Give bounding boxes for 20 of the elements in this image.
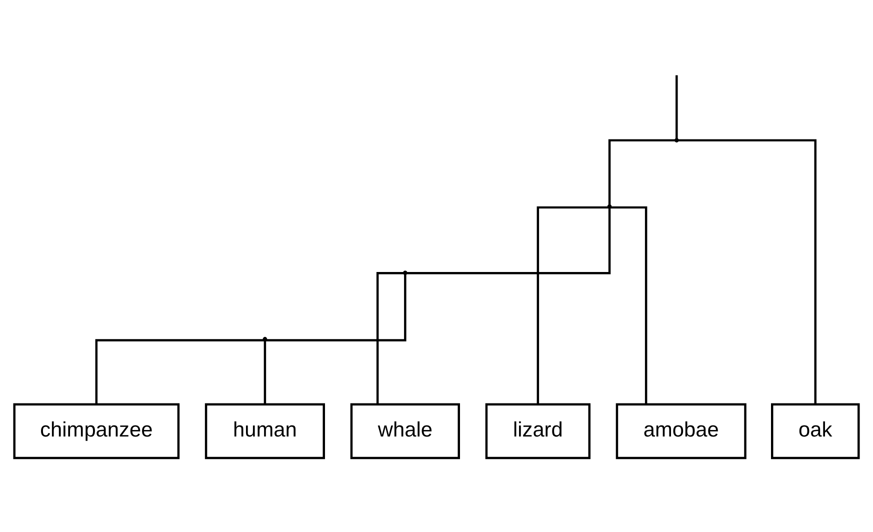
node-point xyxy=(262,336,268,342)
connector xyxy=(536,206,609,404)
connector xyxy=(406,208,611,274)
node-box: amobae xyxy=(616,403,746,460)
connector xyxy=(95,339,265,404)
node-box: whale xyxy=(350,403,460,460)
node-point xyxy=(402,270,408,276)
connector xyxy=(376,272,404,404)
connector xyxy=(608,139,676,206)
connector xyxy=(264,340,266,404)
connector xyxy=(676,75,678,139)
connector xyxy=(610,206,648,404)
node-box: lizard xyxy=(485,403,591,460)
connector xyxy=(678,139,816,404)
node-box: chimpanzee xyxy=(13,403,180,460)
node-box: human xyxy=(204,403,325,460)
node-point xyxy=(607,204,612,209)
node-point xyxy=(674,138,679,142)
node-box: oak xyxy=(771,403,860,460)
connector xyxy=(265,274,406,342)
